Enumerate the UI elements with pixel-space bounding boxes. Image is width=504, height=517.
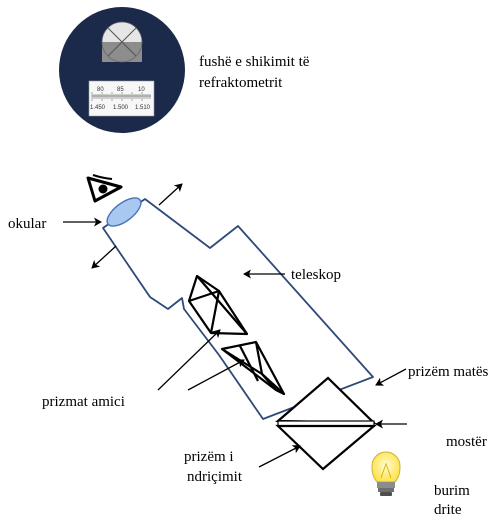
scale-bottom-label: 1.450: [90, 105, 106, 111]
illuminating-prism-pointer-arrow: [258, 445, 301, 468]
arrows: [63, 183, 407, 468]
measuring-prism-label: prizëm matës: [408, 364, 489, 380]
scale-bottom-label: 1.500: [113, 105, 129, 111]
outgoing-ray-arrow: [158, 183, 183, 206]
amici-prisms-label: prizmat amici: [42, 394, 125, 410]
field-of-view-caption: fushë e shikimit të: [199, 54, 310, 70]
scale-top-label: 80: [97, 87, 104, 93]
amici-prism-upper: [187, 274, 249, 336]
light-source-label: burim: [434, 483, 470, 499]
eye-icon: [86, 174, 123, 203]
telescope-label: teleskop: [291, 267, 341, 283]
field-of-view: 80 85 10 1.450 1.500 1.510: [59, 7, 185, 133]
scale-bottom-label: 1.510: [135, 105, 151, 111]
scale-top-label: 10: [138, 87, 145, 93]
measuring-prism-pointer-arrow: [375, 368, 407, 386]
amici-pointer-arrow: [157, 329, 221, 391]
crosshair-disc: [101, 21, 143, 63]
light-source-label: drite: [434, 502, 462, 517]
illuminating-prism-label: prizëm i: [184, 449, 234, 465]
refractive-index-scale: 80 85 10 1.450 1.500 1.510: [88, 80, 155, 117]
illuminating-prism: [275, 424, 378, 471]
illuminating-prism-label: ndriçimit: [187, 469, 243, 485]
eyepiece-lens: [106, 197, 142, 227]
light-bulb-icon: [371, 451, 401, 496]
scale-top-label: 85: [117, 87, 124, 93]
outgoing-ray-arrow: [91, 245, 117, 269]
amici-prism-lower: [220, 340, 286, 396]
sample-label: mostër: [446, 434, 487, 450]
telescope-body: [102, 198, 374, 420]
field-of-view-caption: refraktometrit: [199, 75, 283, 91]
amici-pointer-arrow: [187, 359, 245, 391]
eyepiece-label: okular: [8, 216, 46, 232]
